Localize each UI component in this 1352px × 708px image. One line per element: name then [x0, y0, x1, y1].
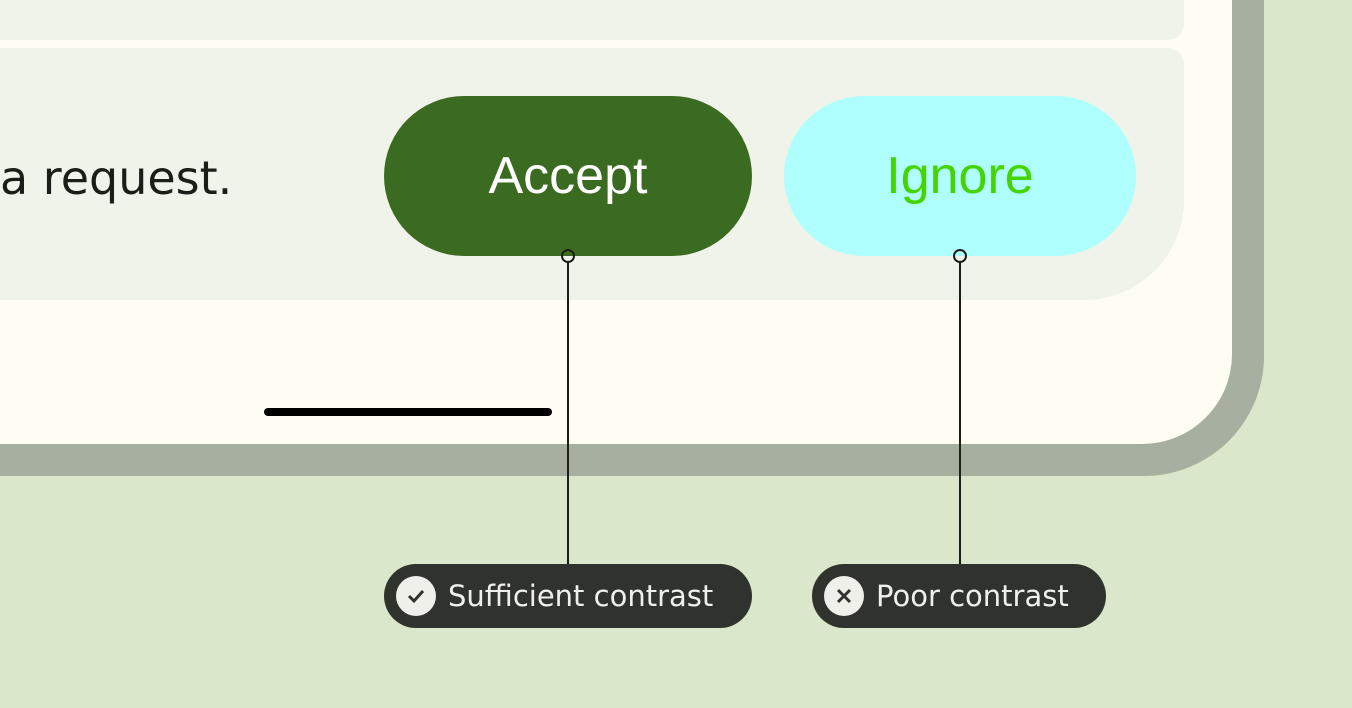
callout-line [567, 262, 569, 564]
callout-dot [561, 249, 575, 263]
callout-dot [953, 249, 967, 263]
annotation-text: Sufficient contrast [448, 579, 714, 613]
poor-contrast-label: Poor contrast [812, 564, 1106, 628]
callout-line [959, 262, 961, 564]
sufficient-contrast-label: Sufficient contrast [384, 564, 752, 628]
check-icon [396, 576, 436, 616]
top-card [0, 0, 1184, 40]
ignore-button[interactable]: Ignore [784, 96, 1136, 256]
home-indicator [264, 408, 552, 416]
accept-button[interactable]: Accept [384, 96, 752, 256]
annotation-text: Poor contrast [876, 579, 1069, 613]
request-message: a request. [0, 151, 233, 205]
close-icon [824, 576, 864, 616]
